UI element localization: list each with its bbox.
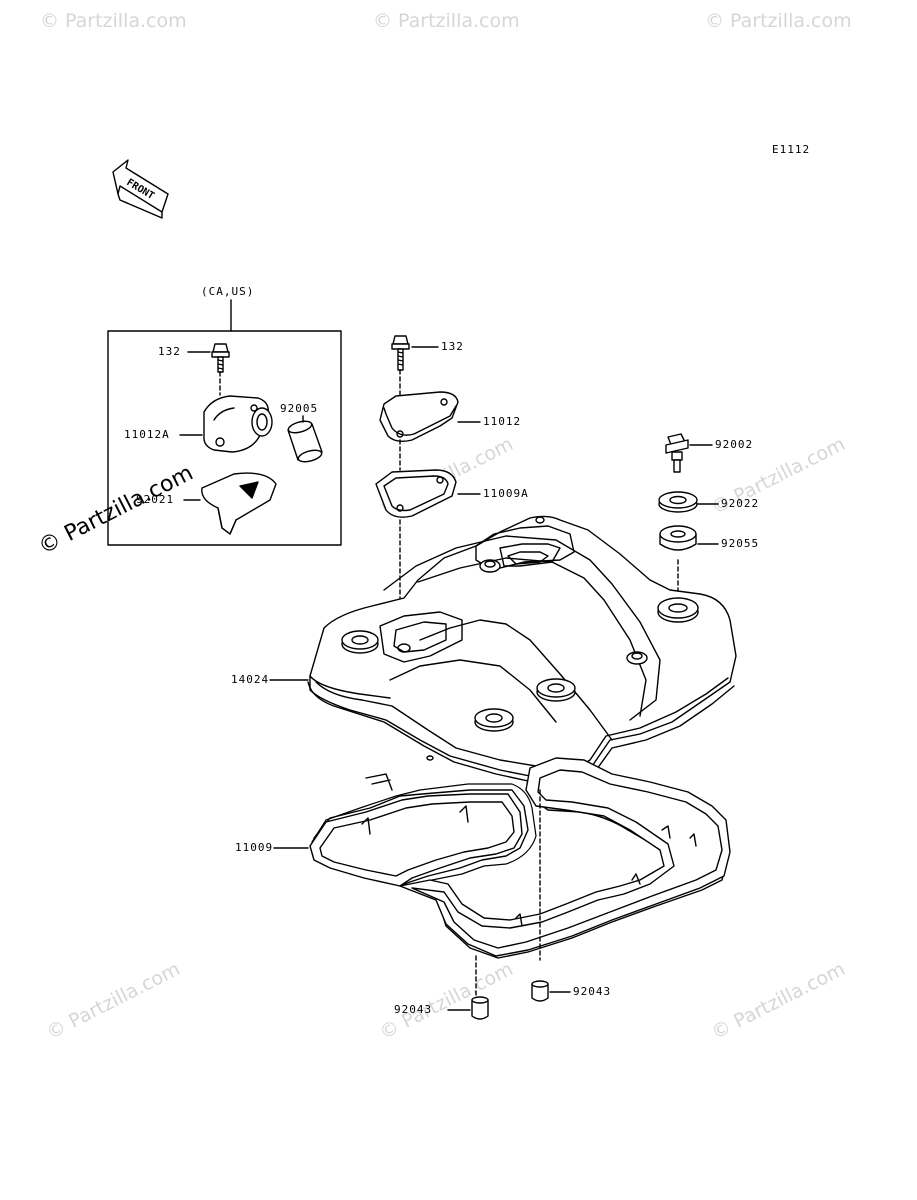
part-label[interactable]: 11012A [124,428,170,441]
part-label[interactable]: 92055 [721,537,760,550]
part-label[interactable]: 92043 [573,985,612,998]
part-label[interactable]: 92022 [721,497,760,510]
part-label[interactable]: 132 [441,340,464,353]
bolt-132 [392,336,409,398]
part-label[interactable]: 92005 [280,402,319,415]
cover-11012A [204,396,272,452]
part-label[interactable]: 92021 [136,493,175,506]
bolt-92002 [666,434,688,472]
part-label[interactable]: 92002 [715,438,754,451]
region-label: (CA,US) [201,285,255,298]
inset-box [108,331,341,545]
part-label[interactable]: 132 [158,345,181,358]
part-label[interactable]: 11012 [483,415,522,428]
watermark: © Partzilla.com [705,10,852,32]
diagram-code: E1112 [772,143,811,156]
plate-11012 [380,392,458,441]
gasket-11009A [376,470,456,517]
watermark: © Partzilla.com [373,10,520,32]
dowel-pin-92043-left [472,997,488,1019]
head-cover-14024 [308,516,736,785]
dowel-pin-92043-right [532,981,548,1001]
grommet-92055 [660,526,696,550]
washer-92022 [659,492,697,512]
part-label[interactable]: 92043 [394,1003,433,1016]
part-label[interactable]: 11009A [483,487,529,500]
bolt-132-inset [212,344,229,395]
front-arrow-icon [113,160,168,218]
gasket-11009 [310,758,730,958]
part-label[interactable]: 11009 [235,841,274,854]
gasket-92021 [202,473,276,534]
watermark: © Partzilla.com [40,10,187,32]
part-label[interactable]: 14024 [231,673,270,686]
tube-92005 [287,419,323,464]
